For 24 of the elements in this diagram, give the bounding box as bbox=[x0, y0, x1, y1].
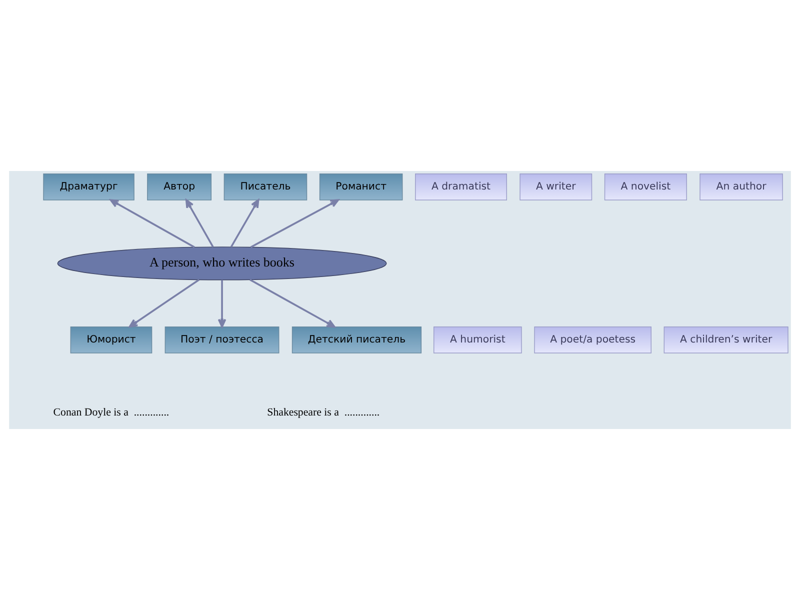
label: Shakespeare is a ............. bbox=[267, 406, 380, 419]
arrow bbox=[110, 199, 195, 248]
node-ellipse: A person, who writes books bbox=[57, 246, 387, 280]
node-box: A children’s writer bbox=[664, 326, 788, 354]
node-box: An author bbox=[700, 174, 783, 200]
node-box: Романист bbox=[319, 174, 403, 200]
arrow bbox=[230, 199, 260, 248]
node-box: Юморист bbox=[70, 326, 152, 354]
node-box: A dramatist bbox=[415, 174, 507, 200]
arrow bbox=[185, 199, 214, 248]
label: Conan Doyle is a ............. bbox=[53, 406, 170, 419]
arrow bbox=[250, 278, 336, 328]
arrow bbox=[250, 199, 340, 248]
arrow bbox=[218, 280, 226, 328]
arrow bbox=[128, 278, 200, 328]
node-box: A poet/a poetess bbox=[534, 326, 652, 354]
node-box: A humorist bbox=[434, 326, 522, 354]
node-box: Поэт / поэтесса bbox=[164, 326, 280, 354]
node-box: Драматург bbox=[43, 174, 134, 200]
node-box: Детский писатель bbox=[292, 326, 422, 354]
node-box: Автор bbox=[147, 174, 212, 200]
node-box: A writer bbox=[520, 174, 592, 200]
node-box: A novelist bbox=[604, 174, 687, 200]
node-box: Писатель bbox=[224, 174, 308, 200]
